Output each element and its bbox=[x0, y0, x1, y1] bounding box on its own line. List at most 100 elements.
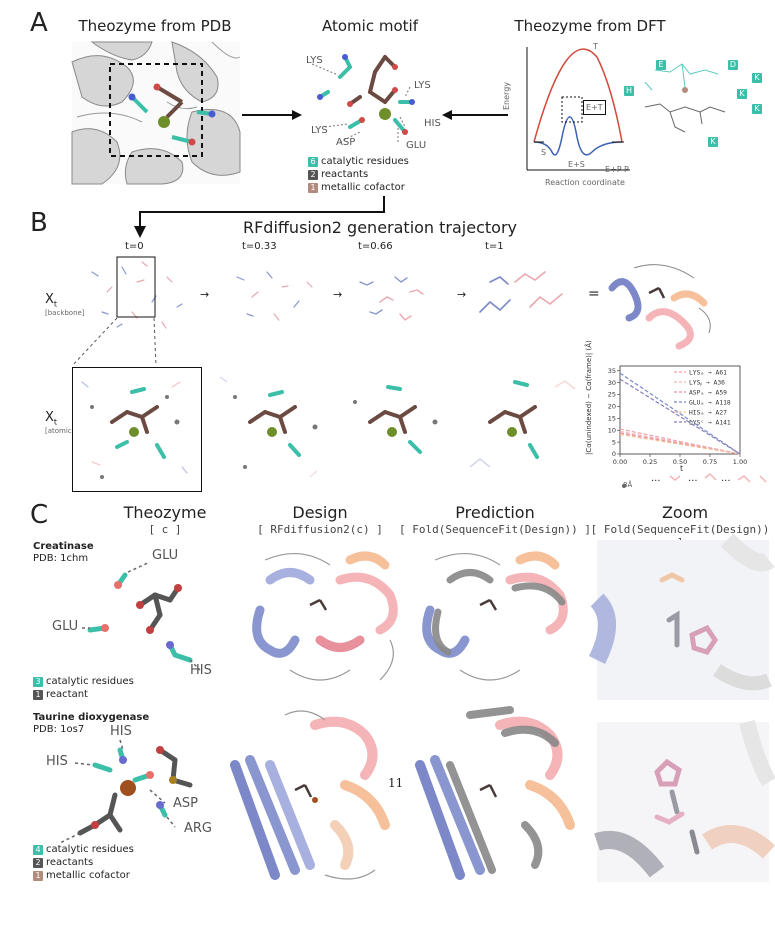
row-label-x: X bbox=[45, 292, 54, 307]
y-tick-label: 0 bbox=[612, 450, 616, 458]
row2-prediction-image bbox=[415, 706, 575, 880]
atomic-cloud-t1 bbox=[469, 380, 576, 468]
arrow-dft-to-motif bbox=[442, 110, 508, 120]
col-header-prediction: Prediction bbox=[455, 503, 535, 522]
mol-tag-k: K bbox=[752, 73, 762, 83]
legend-text: reactant bbox=[46, 689, 88, 700]
series-line bbox=[619, 430, 741, 455]
pdb-structure-image bbox=[71, 41, 241, 185]
col-header-zoom: Zoom bbox=[661, 503, 709, 522]
dft-molecule-image bbox=[644, 63, 726, 133]
chart-ellipsis: ··· bbox=[688, 476, 698, 487]
row2-pdb-id: PDB: 1os7 bbox=[33, 724, 85, 735]
legend-text: catalytic residues bbox=[46, 844, 134, 855]
legend-chip: 2 bbox=[33, 857, 43, 868]
final-protein-image bbox=[608, 264, 711, 350]
y-tick-label: 15 bbox=[608, 415, 616, 423]
energy-label-s: S bbox=[541, 148, 547, 157]
backbone-cloud-t033 bbox=[236, 271, 313, 321]
title-theozyme-dft: Theozyme from DFT bbox=[514, 17, 666, 35]
row-label-sub: t bbox=[53, 417, 58, 427]
time-label-066: t=0.66 bbox=[358, 241, 393, 252]
row-label-tag: [backbone] bbox=[45, 308, 85, 317]
legend-chip: 3 bbox=[33, 676, 43, 687]
arrow-step: → bbox=[457, 288, 467, 301]
atomic-zoom-t0 bbox=[72, 367, 202, 492]
backbone-cloud-t0 bbox=[91, 256, 183, 329]
row1-pdb-id: PDB: 1chm bbox=[33, 553, 89, 564]
legend-chip: 2 bbox=[308, 169, 318, 180]
legend-entry: LYSᵦ → A36 bbox=[689, 379, 725, 386]
legend-entry: LYSₐ → A61 bbox=[689, 369, 727, 376]
legend-entry: HISₐ → A27 bbox=[689, 409, 727, 416]
row1-prediction-image bbox=[422, 551, 568, 681]
legend-text: catalytic residues bbox=[46, 676, 134, 687]
motif-label-lys-1: LYS bbox=[306, 55, 323, 66]
row2-theozyme-image bbox=[59, 739, 193, 844]
legend-chip: 4 bbox=[33, 844, 43, 855]
mol-tag-k: K bbox=[737, 89, 747, 99]
mol-tag-k: K bbox=[708, 137, 718, 147]
legend-text: metallic cofactor bbox=[321, 182, 405, 193]
col-header-design: Design bbox=[292, 503, 348, 522]
time-label-0: t=0 bbox=[125, 241, 144, 252]
row-label-sub: t bbox=[53, 299, 58, 309]
y-tick-label: 35 bbox=[608, 367, 616, 375]
energy-diagram bbox=[526, 47, 630, 171]
time-label-1: t=1 bbox=[485, 241, 504, 252]
x-tick-label: 0.50 bbox=[673, 458, 687, 466]
series-line bbox=[619, 432, 741, 455]
y-tick-label: 30 bbox=[608, 379, 616, 387]
row2-label-arg: ARG bbox=[184, 821, 212, 836]
energy-ylabel: Energy bbox=[502, 81, 511, 110]
chart-bottom-glyphs bbox=[622, 472, 767, 488]
row-label-x: X bbox=[45, 410, 54, 425]
backbone-cloud-t066 bbox=[359, 276, 424, 321]
col-header-theozyme: Theozyme bbox=[123, 503, 207, 522]
motif-label-asp: ASP bbox=[336, 137, 356, 148]
panel-c-letter: C bbox=[30, 500, 49, 530]
series-line bbox=[619, 378, 741, 455]
time-label-033: t=0.33 bbox=[242, 241, 277, 252]
legend-entry: GLUₐ → A118 bbox=[689, 399, 731, 406]
x-tick-label: 0.00 bbox=[613, 458, 627, 466]
motif-label-his: HIS bbox=[424, 118, 441, 129]
x-tick-label: 1.00 bbox=[733, 458, 747, 466]
energy-label-es: E+S bbox=[568, 160, 585, 169]
zoom-connector bbox=[71, 317, 157, 367]
motif-label-lys-3: LYS bbox=[311, 125, 328, 136]
col-sub-design: [ RFdiffusion2(c) ] bbox=[257, 523, 383, 536]
backbone-cloud-t1 bbox=[479, 271, 563, 313]
mol-tag-e: E bbox=[656, 60, 666, 70]
legend-text: reactants bbox=[321, 169, 369, 180]
legend-entry: LYSᶜ → A141 bbox=[689, 419, 731, 426]
legend-chip: 1 bbox=[33, 870, 43, 881]
row1-enzyme-name: Creatinase bbox=[33, 541, 94, 552]
trajectory-title: RFdiffusion2 generation trajectory bbox=[242, 218, 517, 237]
row2-enzyme-name: Taurine dioxygenase bbox=[33, 712, 150, 723]
row2-label-his-1: HIS bbox=[110, 724, 132, 739]
legend-entry: ASPₐ → A59 bbox=[689, 389, 727, 396]
arrow-motif-to-trajectory bbox=[134, 196, 385, 238]
series-line bbox=[619, 372, 741, 455]
row-label-atomic: Xt [atomic] bbox=[45, 410, 74, 435]
chart-ellipsis: ··· bbox=[651, 476, 661, 487]
row2-label-asp: ASP bbox=[173, 796, 198, 811]
row1-label-his: HIS bbox=[190, 663, 212, 678]
title-theozyme-pdb: Theozyme from PDB bbox=[78, 17, 232, 35]
y-tick-label: 5 bbox=[612, 438, 616, 446]
row1-theozyme-image bbox=[82, 561, 201, 671]
series-line bbox=[619, 428, 741, 455]
atomic-motif-image bbox=[311, 54, 415, 143]
atomic-cloud-t066 bbox=[353, 385, 438, 454]
energy-label-ep: E+P bbox=[605, 165, 622, 174]
energy-xlabel: Reaction coordinate bbox=[545, 178, 625, 187]
